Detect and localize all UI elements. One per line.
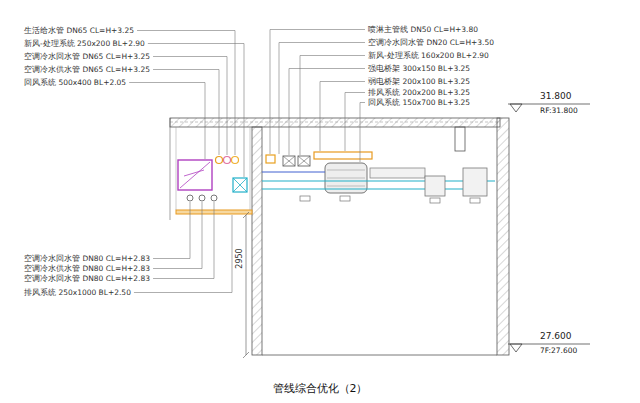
pipe <box>211 195 217 201</box>
duct-diagonal <box>180 162 210 188</box>
equipment <box>425 176 445 196</box>
pipe-annotation: 排风系统 200x200 BL+3.25 <box>368 88 470 97</box>
leader-line <box>289 69 365 156</box>
dimension-tick <box>243 212 249 218</box>
duct-rib <box>327 170 365 171</box>
pipe-annotation: 空调冷水回水管 DN65 CL=H+3.25 <box>24 52 150 61</box>
fresh-air-duct <box>262 180 495 181</box>
tray-cross <box>283 156 295 166</box>
leader-line <box>137 31 235 156</box>
caption: 管线综合优化（2） <box>273 382 368 396</box>
leader-line <box>360 103 365 163</box>
elevation-triangle <box>510 104 522 112</box>
cable-tray <box>283 156 295 166</box>
floor-line <box>262 355 497 356</box>
equipment <box>463 168 487 196</box>
pipe <box>187 195 193 201</box>
exhaust-duct <box>314 152 372 159</box>
elevation-label: RF:31.800 <box>540 106 578 115</box>
leader-line <box>129 83 205 160</box>
duct-rib <box>327 178 365 179</box>
leader-line <box>153 57 227 156</box>
pipe-annotation: 回风系统 150x700 BL+3.25 <box>368 98 470 107</box>
tray-cross <box>298 156 310 166</box>
duct-arrow <box>184 170 204 176</box>
dimension-line <box>246 215 247 355</box>
pipe <box>199 195 205 201</box>
cable-tray <box>298 156 310 166</box>
elevation-label: 31.800 <box>540 92 572 101</box>
support <box>300 196 310 201</box>
tray-cross <box>298 156 310 166</box>
pipe <box>224 157 231 164</box>
dimension-tick <box>243 352 249 358</box>
pipe-annotation: 空调冷水供水管 DN65 CL=H+3.25 <box>24 65 150 74</box>
slab-line <box>170 122 500 123</box>
leader-line <box>153 202 202 269</box>
leader-line <box>345 93 365 152</box>
elevation-label: 7F:27.600 <box>540 346 577 355</box>
support <box>470 198 480 203</box>
pipe-annotation: 空调冷水回水管 DN80 CL=H+2.83 <box>24 254 150 263</box>
pipe-annotation: 强电桥架 300x150 BL+3.25 <box>368 64 470 73</box>
elevation-label: 27.600 <box>540 332 572 341</box>
pipe-annotation: 空调冷水供水管 DN80 CL=H+2.83 <box>24 264 150 273</box>
tray-cross <box>283 156 295 166</box>
wall <box>252 127 262 355</box>
hanger <box>250 127 251 210</box>
sprinkler-pipe <box>266 155 275 163</box>
pipe-annotation: 生活给水管 DN65 CL=H+3.25 <box>24 26 134 35</box>
pipe-annotation: 新风-处理系统 160x200 BL+2.90 <box>368 51 489 60</box>
duct-cross <box>233 178 247 192</box>
beam <box>455 127 465 151</box>
leader-line <box>270 30 365 155</box>
pipe-annotation: 空调冷水回水管 DN20 CL=H+3.50 <box>368 38 494 47</box>
pipe <box>216 157 223 164</box>
duct-cross <box>233 178 247 192</box>
support <box>430 198 440 203</box>
leader-line <box>148 44 244 178</box>
pipe-annotation: 回风系统 500x400 BL+2.05 <box>24 78 126 87</box>
leader-line <box>153 202 190 259</box>
chilled-water-pipe <box>262 172 325 173</box>
pipe-annotation: 排风系统 250x1000 BL+2.50 <box>24 288 131 297</box>
boundary <box>170 118 171 220</box>
duct-rib <box>327 186 365 187</box>
leader-line <box>279 43 365 155</box>
pipe-annotation: 空调冷水回水管 DN80 CL=H+2.83 <box>24 274 150 283</box>
pipe-annotation: 喷淋主管线 DN50 CL=H+3.80 <box>368 25 478 34</box>
return-air-duct <box>178 160 212 190</box>
wall <box>497 118 509 355</box>
hanger <box>176 127 177 210</box>
pipe <box>232 157 239 164</box>
support <box>340 196 350 201</box>
dimension-text: 2950 <box>235 248 244 268</box>
pipe-annotation: 弱电桥架 200x100 BL+3.25 <box>368 77 470 86</box>
roof-slab <box>170 118 500 127</box>
fresh-air-duct <box>233 178 247 192</box>
leader-line <box>153 202 214 279</box>
leader-line <box>320 82 365 152</box>
elevation-triangle <box>510 344 522 352</box>
pipe-annotation: 新风-处理系统 250x200 BL+2.90 <box>24 39 145 48</box>
leader-line <box>300 56 365 156</box>
duct <box>370 168 425 178</box>
